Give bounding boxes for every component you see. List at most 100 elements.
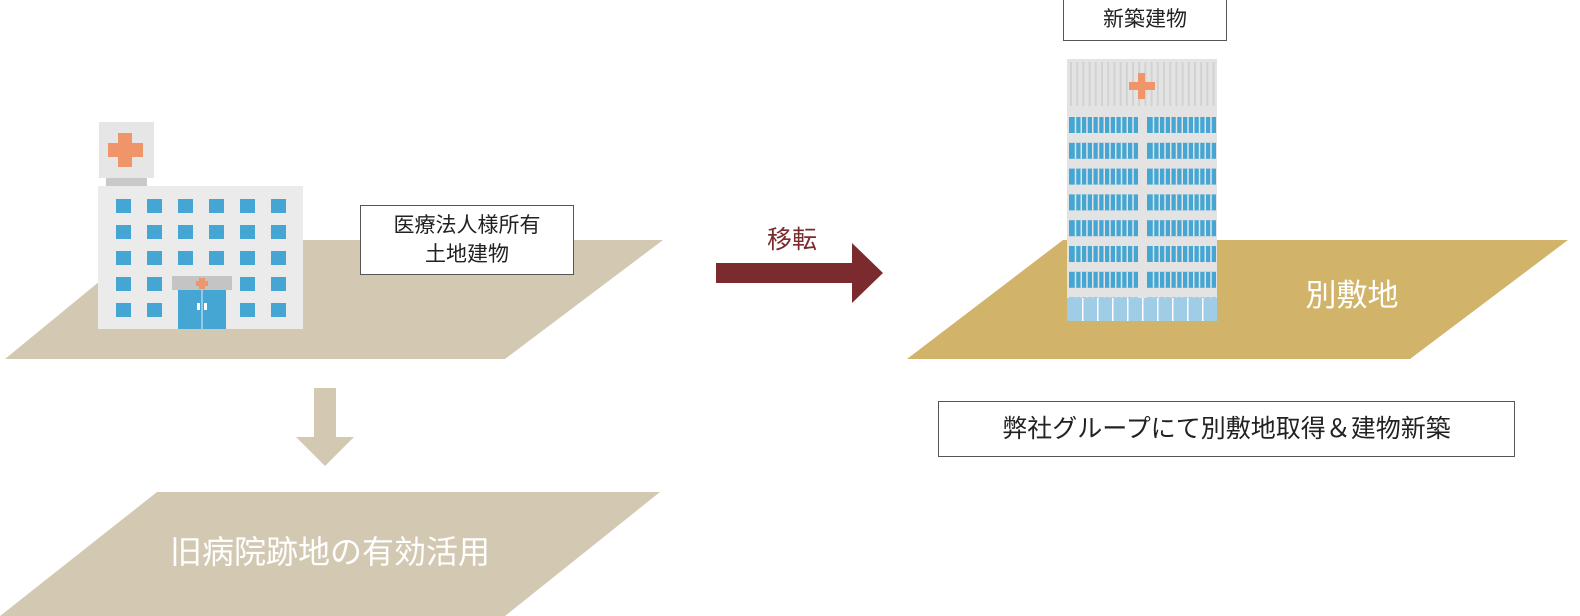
mullion (1210, 271, 1212, 288)
mullion (1187, 142, 1189, 159)
mullion (1175, 117, 1178, 133)
window (240, 277, 255, 291)
mullion (1074, 220, 1077, 237)
mullion (1187, 117, 1189, 133)
mullion (1152, 271, 1155, 288)
group-action-label: 弊社グループにて別敷地取得＆建物新築 (938, 401, 1515, 457)
mullion (1181, 220, 1183, 237)
mullion (1103, 271, 1105, 288)
mullion (1204, 271, 1206, 288)
mullion (1193, 271, 1195, 288)
mullion (1080, 194, 1082, 211)
mullion (1103, 168, 1105, 185)
mullion (1152, 117, 1155, 133)
facade-stripe (1206, 62, 1209, 106)
arrow-right-icon (716, 243, 883, 303)
mullion (1204, 142, 1206, 159)
facade-stripe (1181, 62, 1184, 106)
old-site-parcel (0, 492, 660, 616)
mullion (1092, 220, 1094, 237)
other-site-label: 別敷地 (1306, 278, 1399, 314)
window (147, 199, 162, 213)
mullion (1175, 168, 1178, 185)
mullion (1187, 220, 1189, 237)
mullion (1164, 271, 1166, 288)
mullion (1198, 194, 1201, 211)
base-divider (1082, 298, 1084, 321)
mullion (1170, 168, 1172, 185)
mullion (1158, 142, 1160, 159)
mullion (1158, 271, 1160, 288)
mullion (1204, 194, 1206, 211)
mullion (1103, 246, 1105, 262)
mullion (1210, 220, 1212, 237)
mullion (1187, 194, 1189, 211)
arrow-down-icon (296, 388, 354, 466)
mullion (1193, 246, 1195, 262)
mullion (1204, 220, 1206, 237)
mullion (1193, 220, 1195, 237)
window (147, 225, 162, 239)
owned-label-line1: 医療法人様所有 (393, 213, 541, 237)
mullion (1187, 246, 1189, 262)
mullion (1126, 168, 1128, 185)
mullion (1120, 271, 1123, 288)
owned-land-building-label: 医療法人様所有 土地建物 (360, 205, 574, 275)
mullion (1115, 246, 1117, 262)
mullion (1074, 271, 1077, 288)
mullion (1086, 271, 1088, 288)
window (116, 303, 131, 317)
mullion (1170, 117, 1172, 133)
mullion (1132, 271, 1134, 288)
mullion (1126, 271, 1128, 288)
mullion (1115, 168, 1117, 185)
mullion (1109, 194, 1111, 211)
mullion (1074, 117, 1077, 133)
base-divider (1127, 298, 1129, 321)
mullion (1181, 142, 1183, 159)
facade-stripe (1169, 62, 1172, 106)
mullion (1193, 194, 1195, 211)
mullion (1170, 271, 1172, 288)
new-land-parcel (907, 240, 1568, 359)
mullion (1152, 194, 1155, 211)
mullion (1126, 246, 1128, 262)
mullion (1080, 246, 1082, 262)
facade-stripe (1125, 62, 1128, 106)
mullion (1080, 142, 1082, 159)
mullion (1198, 220, 1201, 237)
mullion (1152, 246, 1155, 262)
facade-stripe (1088, 62, 1091, 106)
base-divider (1097, 298, 1099, 321)
high-rise-hospital-icon (1067, 59, 1217, 321)
mullion (1092, 271, 1094, 288)
window (116, 225, 131, 239)
mullion (1181, 246, 1183, 262)
mullion (1120, 220, 1123, 237)
mullion (1210, 194, 1212, 211)
window (178, 251, 193, 265)
mullion (1092, 168, 1094, 185)
mullion (1074, 142, 1077, 159)
mullion (1086, 117, 1088, 133)
mullion (1181, 271, 1183, 288)
window (240, 251, 255, 265)
mullion (1092, 142, 1094, 159)
facade-stripe (1082, 62, 1085, 106)
mullion (1109, 117, 1111, 133)
mullion (1204, 246, 1206, 262)
mullion (1175, 271, 1178, 288)
hospital-building-icon (98, 122, 303, 329)
mullion (1086, 142, 1088, 159)
facade-stripe (1175, 62, 1178, 106)
mullion (1198, 142, 1201, 159)
mullion (1152, 142, 1155, 159)
window (209, 251, 224, 265)
mullion (1193, 142, 1195, 159)
mullion (1164, 246, 1166, 262)
mullion (1181, 168, 1183, 185)
mullion (1132, 194, 1134, 211)
mullion (1187, 168, 1189, 185)
mullion (1193, 168, 1195, 185)
